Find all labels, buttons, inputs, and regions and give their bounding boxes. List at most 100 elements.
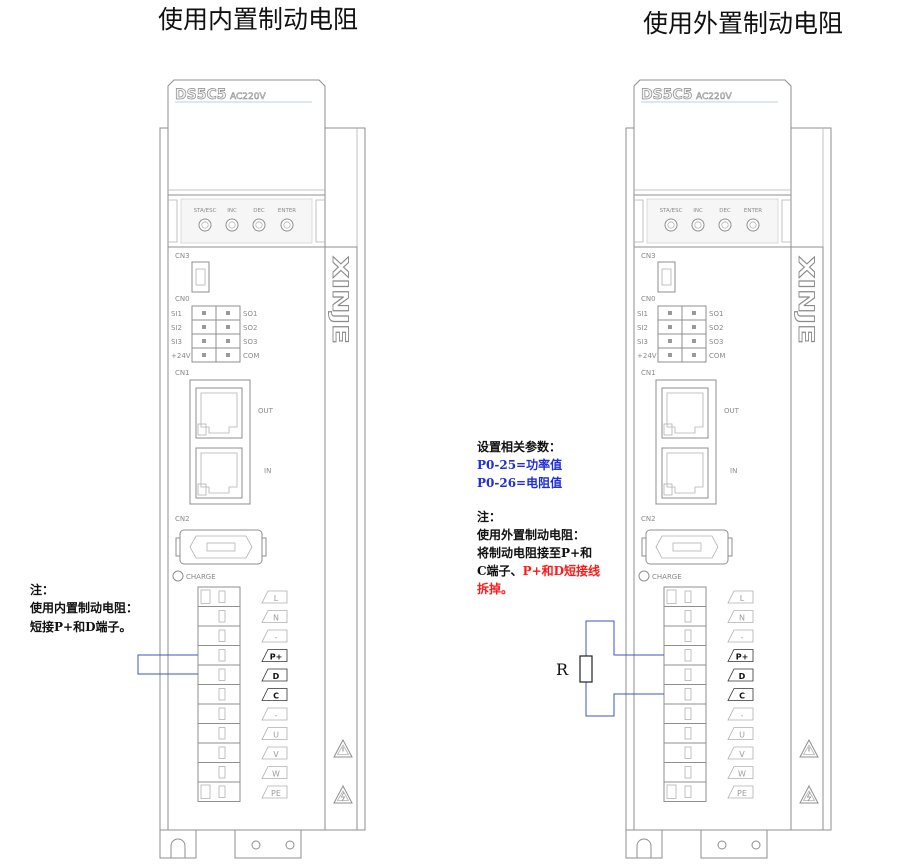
key-button-inner [228, 221, 236, 229]
usb-port-inner [661, 268, 672, 286]
warning-triangle-icon [799, 784, 819, 804]
cn1-in-label: IN [730, 467, 737, 475]
right-note-line3-black: C端子、 [477, 563, 523, 578]
terminal-label-frame [727, 610, 754, 623]
terminal-label-frame [727, 668, 754, 682]
charge-label: CHARGE [186, 573, 216, 581]
cn0-input-label: SI3 [637, 338, 648, 346]
cn1-label: CN1 [641, 369, 656, 377]
terminal-label-frame [261, 766, 288, 779]
cn2-socket [189, 535, 253, 559]
warning-triangle-icon [333, 784, 353, 804]
screw-hole [251, 840, 261, 850]
terminal-screw [684, 707, 692, 720]
ethernet-port-out [195, 387, 243, 439]
cn0-pin [692, 311, 696, 315]
warning-triangle-icon [799, 738, 819, 758]
cn0-input-label: +24V [637, 352, 657, 360]
ethernet-jack-out [666, 392, 704, 434]
terminal-screw [218, 746, 226, 759]
terminal-label-frame [727, 766, 754, 779]
ethernet-latch-out [197, 423, 207, 436]
ethernet-port-in [195, 447, 243, 499]
key-label: ENTER [278, 208, 296, 214]
terminal-screw [684, 668, 692, 681]
ethernet-port-out [661, 387, 709, 439]
right-note-line1: 使用外置制动电阻： [476, 527, 585, 542]
screw-hole [717, 840, 727, 850]
cn0-pin [668, 325, 672, 329]
terminal-screw [218, 668, 226, 681]
usb-port [191, 261, 210, 293]
terminal-label-frame [727, 649, 754, 662]
ethernet-jack-in [200, 452, 238, 494]
cn0-pin [226, 353, 230, 357]
terminal-label: W [738, 770, 746, 779]
terminal-label: - [741, 711, 744, 720]
key-button-inner [283, 221, 291, 229]
terminal-label-frame [727, 590, 754, 604]
key-button-inner [694, 221, 702, 229]
cn0-pin [692, 353, 696, 357]
terminal-screw [218, 785, 226, 798]
cn1-out-label: OUT [258, 407, 274, 415]
cn0-input-label: SI3 [171, 338, 182, 346]
model-label: DS5C5 [641, 87, 692, 103]
terminal-label-frame [261, 629, 288, 643]
cn0-input-label: SI1 [171, 310, 182, 318]
terminal-screw [684, 785, 692, 798]
key-label: INC [227, 208, 237, 214]
terminal-label: V [273, 750, 279, 759]
right-note-heading: 注： [477, 509, 501, 524]
terminal-screw [218, 610, 226, 623]
key-button-inner [749, 221, 757, 229]
mounting-foot [625, 830, 663, 859]
terminal-screw [218, 688, 226, 701]
param-p0-25: P0-25=功率值 [477, 457, 562, 472]
terminal-label: PE [737, 789, 747, 798]
terminal-label: V [739, 750, 745, 759]
terminal-label-frame [261, 727, 288, 740]
mounting-foot [159, 830, 197, 859]
cn0-pin [202, 339, 206, 343]
terminal-label-frame [261, 707, 288, 721]
terminal-label: N [273, 614, 279, 623]
terminal-label-frame [727, 785, 754, 799]
key-button [718, 218, 732, 232]
params-heading: 设置相关参数： [477, 439, 561, 454]
terminal-label: U [273, 731, 279, 740]
left-note-heading: 注： [30, 582, 54, 597]
right-note-line3: C端子、P+和D短接线 [477, 563, 600, 578]
cn0-output-label: SO1 [709, 310, 723, 318]
terminal-screw [684, 649, 692, 662]
right-note-line4: 拆掉。 [477, 581, 513, 596]
ethernet-latch-in [197, 483, 207, 496]
terminal-screw [218, 629, 226, 642]
terminal-label: U [739, 731, 745, 740]
cn3-label: CN3 [641, 252, 656, 260]
cn0-pin [202, 325, 206, 329]
key-label: DEC [719, 208, 731, 214]
cn1-in-label: IN [264, 467, 271, 475]
terminal-end-cap [666, 784, 677, 799]
terminal-label: C [273, 692, 279, 701]
left-note-line1: 使用内置制动电阻： [29, 600, 138, 615]
terminal-label-frame [261, 668, 288, 682]
cn0-output-label: SO1 [243, 310, 257, 318]
cn1-out-label: OUT [724, 407, 740, 415]
left-note-line2: 短接P+和D端子。 [30, 619, 132, 634]
key-button-inner [667, 221, 675, 229]
key-label: INC [693, 208, 703, 214]
terminal-screw [684, 590, 692, 603]
cn0-pin [668, 311, 672, 315]
brand-logo: XINJE [328, 256, 352, 344]
warning-triangle-icon [333, 738, 353, 758]
terminal-label: P+ [736, 653, 749, 662]
terminal-label-frame [261, 688, 288, 701]
key-button [664, 218, 678, 232]
charge-label: CHARGE [652, 573, 682, 581]
